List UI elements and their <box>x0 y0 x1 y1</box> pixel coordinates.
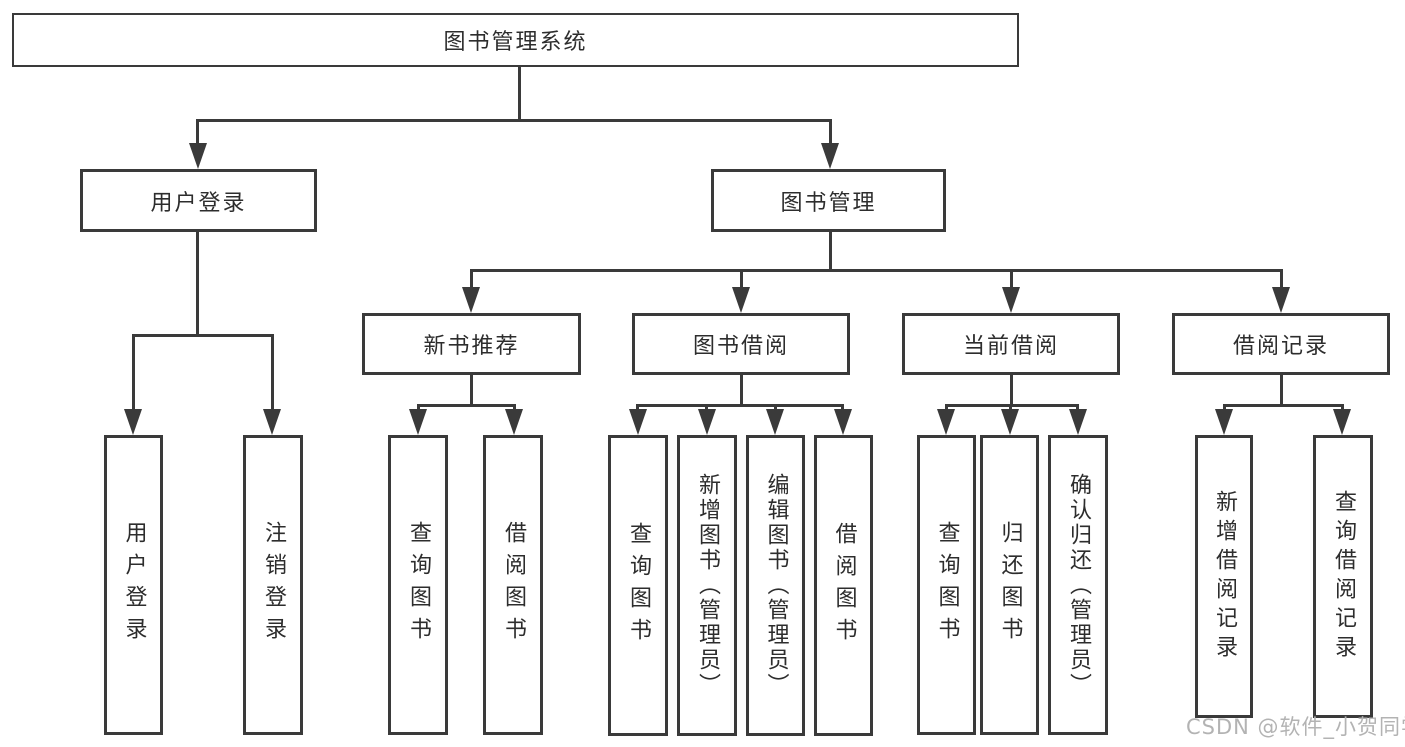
leaf-records-add-label: 新增借阅记录 <box>1212 489 1237 664</box>
connector-line <box>1076 404 1079 412</box>
node-new-books-label: 新书推荐 <box>423 334 520 359</box>
connector-line <box>1341 404 1344 412</box>
node-book-mgmt: 图书管理 <box>711 169 946 232</box>
connector-line <box>1280 375 1283 406</box>
connector-line <box>740 375 743 406</box>
connector-line <box>636 404 844 407</box>
connector-line <box>841 404 844 412</box>
arrow-down-icon <box>1272 287 1290 313</box>
connector-line <box>417 404 420 412</box>
arrow-down-icon <box>766 409 784 435</box>
leaf-logout: 注销登录 <box>243 435 303 735</box>
node-user-login-label: 用户登录 <box>150 190 247 216</box>
arrow-down-icon <box>1001 409 1019 435</box>
arrow-down-icon <box>505 409 523 435</box>
connector-line <box>1010 375 1013 406</box>
connector-line <box>196 232 199 337</box>
leaf-newbooks-borrow: 借阅图书 <box>483 435 543 735</box>
leaf-borrow-add: 新增图书（管理员） <box>677 435 737 736</box>
connector-line <box>1280 269 1283 289</box>
node-root-label: 图书管理系统 <box>443 30 588 55</box>
connector-line <box>470 269 1282 272</box>
arrow-down-icon <box>409 409 427 435</box>
leaf-records-add: 新增借阅记录 <box>1195 435 1253 718</box>
leaf-user-login-label: 用户登录 <box>121 521 147 649</box>
leaf-newbooks-borrow-label: 借阅图书 <box>501 521 526 649</box>
connector-line <box>636 404 639 412</box>
node-book-borrow: 图书借阅 <box>632 313 850 375</box>
connector-line <box>417 404 516 407</box>
leaf-current-query-label: 查询图书 <box>934 521 960 649</box>
leaf-newbooks-query-label: 查询图书 <box>406 521 431 649</box>
connector-line <box>1223 404 1226 412</box>
leaf-current-return-label: 归还图书 <box>997 521 1023 649</box>
arrow-down-icon <box>821 143 839 169</box>
connector-line <box>470 375 473 406</box>
leaf-records-query-label: 查询借阅记录 <box>1331 489 1356 664</box>
node-root: 图书管理系统 <box>12 13 1019 67</box>
node-borrow-records-label: 借阅记录 <box>1232 334 1329 359</box>
leaf-borrow-edit: 编辑图书（管理员） <box>746 435 805 736</box>
arrow-down-icon <box>124 409 142 435</box>
leaf-borrow-borrow-label: 借阅图书 <box>831 521 857 650</box>
arrow-down-icon <box>834 409 852 435</box>
arrow-down-icon <box>732 287 750 313</box>
node-book-mgmt-label: 图书管理 <box>780 190 877 216</box>
connector-line <box>1223 404 1343 407</box>
connector-line <box>132 334 274 337</box>
arrow-down-icon <box>263 409 281 435</box>
arrow-down-icon <box>1002 287 1020 313</box>
node-borrow-records: 借阅记录 <box>1172 313 1390 375</box>
connector-line <box>774 404 777 412</box>
leaf-current-return: 归还图书 <box>980 435 1039 735</box>
connector-line <box>829 232 832 271</box>
connector-line <box>271 334 274 412</box>
connector-line <box>132 334 135 412</box>
leaf-records-query: 查询借阅记录 <box>1313 435 1373 718</box>
node-current-borrow: 当前借阅 <box>902 313 1120 375</box>
node-new-books: 新书推荐 <box>362 313 581 375</box>
connector-line <box>513 404 516 412</box>
connector-line <box>945 404 948 412</box>
leaf-user-login: 用户登录 <box>104 435 163 735</box>
connector-line <box>1009 404 1012 412</box>
leaf-current-confirm: 确认归还（管理员） <box>1048 435 1108 735</box>
connector-line <box>705 404 708 412</box>
leaf-borrow-add-label: 新增图书（管理员） <box>695 473 720 698</box>
arrow-down-icon <box>1333 409 1351 435</box>
connector-line <box>740 269 743 289</box>
arrow-down-icon <box>1069 409 1087 435</box>
leaf-borrow-query: 查询图书 <box>608 435 668 736</box>
node-book-borrow-label: 图书借阅 <box>692 334 789 359</box>
connector-line <box>945 404 1079 407</box>
connector-line <box>829 119 832 147</box>
watermark-text: CSDN @软件_小贺同学 <box>1186 715 1405 739</box>
leaf-current-query: 查询图书 <box>917 435 976 735</box>
arrow-down-icon <box>189 143 207 169</box>
arrow-down-icon <box>629 409 647 435</box>
node-current-borrow-label: 当前借阅 <box>962 334 1059 359</box>
connector-line <box>196 119 199 147</box>
arrow-down-icon <box>1215 409 1233 435</box>
connector-line <box>1010 269 1013 289</box>
connector-line <box>518 67 521 121</box>
connector-line <box>196 119 832 122</box>
leaf-borrow-edit-label: 编辑图书（管理员） <box>763 473 789 698</box>
leaf-current-confirm-label: 确认归还（管理员） <box>1066 472 1091 698</box>
node-user-login: 用户登录 <box>80 169 317 232</box>
connector-line <box>470 269 473 289</box>
leaf-newbooks-query: 查询图书 <box>388 435 448 735</box>
leaf-borrow-borrow: 借阅图书 <box>814 435 873 736</box>
arrow-down-icon <box>698 409 716 435</box>
arrow-down-icon <box>462 287 480 313</box>
leaf-logout-label: 注销登录 <box>261 521 286 649</box>
arrow-down-icon <box>937 409 955 435</box>
leaf-borrow-query-label: 查询图书 <box>626 521 651 650</box>
